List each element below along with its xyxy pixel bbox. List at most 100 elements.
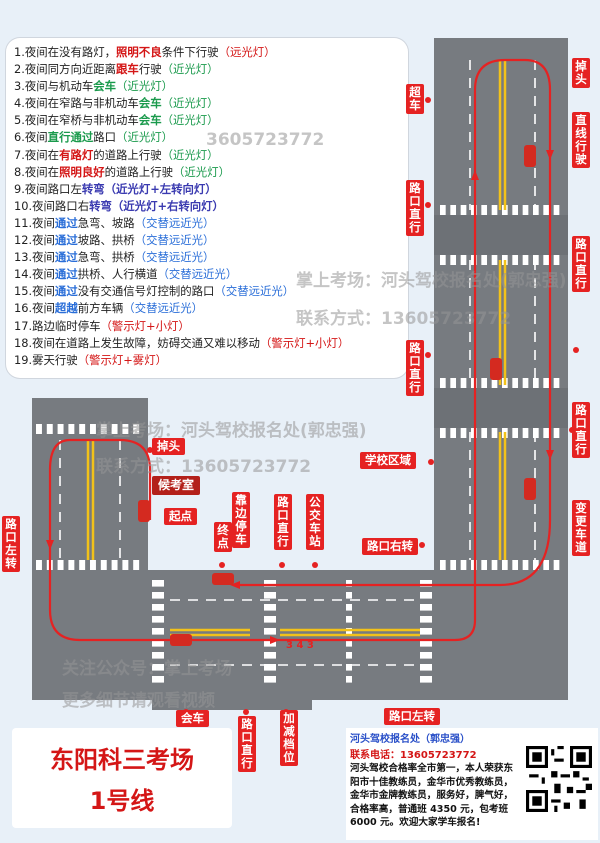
label-lukou-zhixing: 路口直行 (572, 402, 590, 458)
rule-text: 夜间在 (24, 147, 60, 162)
rule-text: 坡路、拱桥 (77, 233, 135, 248)
label-houkaoshi: 候考室 (152, 476, 201, 495)
label-lukou-zuozhuan-bottom: 路口左转 (384, 708, 440, 725)
rule-text: （交替远近光） (214, 284, 295, 299)
watermark: 更多细节请观看视频 (62, 691, 215, 711)
rule-item: 2.夜间同方向近距离跟车行驶（近光灯） (14, 61, 408, 78)
rule-text: 转弯 (89, 198, 112, 213)
rule-text: （近光灯） (116, 130, 174, 145)
title-panel: 东阳科三考场 1号线 (12, 728, 232, 828)
intersection-mid (434, 388, 568, 428)
cars (138, 145, 536, 646)
label-qidian: 起点 (164, 508, 197, 525)
rule-text: 跟车 (116, 62, 139, 77)
rules-list: 1.夜间在没有路灯，照明不良条件下行驶（远光灯）2.夜间同方向近距离跟车行驶（近… (14, 44, 408, 369)
rule-text: 夜间在窄路与非机动车 (24, 96, 139, 111)
rule-text: （近光灯） (161, 96, 219, 111)
rule-text: 夜间 (32, 215, 55, 230)
rule-text: 转弯 (81, 181, 105, 196)
rule-text: （近光灯+右转向灯） (111, 198, 224, 213)
rule-text: （警示灯+雾灯） (77, 352, 167, 367)
label-xuexiao: 学校区域 (360, 452, 416, 469)
rule-text: 会车 (138, 113, 162, 128)
watermark: 关注公众号：掌上考场 (62, 659, 232, 679)
rule-item: 10.夜间路口右转弯（近光灯+右转向灯） (14, 198, 408, 215)
rule-text: 夜间 (32, 233, 55, 248)
car-icon (524, 145, 536, 167)
label-huiche: 会车 (176, 710, 209, 727)
rule-text: 直行通过 (47, 130, 94, 145)
rule-text: （交替远近光） (157, 267, 238, 282)
rule-text: 照明良好 (59, 164, 105, 179)
rule-number: 14. (14, 267, 33, 282)
rule-item: 15.夜间通过没有交通信号灯控制的路口（交替远近光） (14, 283, 408, 300)
rule-text: 照明不良 (116, 45, 162, 59)
label-gongjiao: 公交车站 (306, 494, 324, 550)
rule-text: 夜间 (32, 267, 55, 282)
label-lukou-zhixing: 路口直行 (406, 180, 424, 236)
label-diaotou: 掉头 (572, 58, 590, 88)
rule-text: 的道路上行驶 (93, 147, 162, 162)
rule-text: 条件下行驶 (161, 45, 219, 59)
title-line2: 1号线 (89, 787, 155, 815)
label-zhongdian: 终点 (214, 522, 232, 552)
route-arrowheads (46, 150, 554, 644)
rule-text: 通过 (54, 233, 78, 248)
rule-text: 夜间在道路上发生故障，妨碍交通又难以移动 (32, 335, 260, 350)
rule-number: 18. (14, 335, 33, 350)
rule-text: 急弯、拱桥 (77, 250, 135, 265)
rule-text: 雾天行驶 (32, 352, 78, 367)
rule-text: （交替远近光） (123, 301, 204, 316)
ad-phone: 联系电话：13605723772 (350, 750, 477, 761)
rule-item: 8.夜间在照明良好的道路上行驶（近光灯） (14, 164, 408, 181)
rule-text: 夜间在没有路灯， (24, 45, 117, 59)
rule-item: 9.夜间路口左转弯（近光灯+左转向灯） (14, 181, 408, 198)
rule-text: 急弯、坡路 (77, 215, 135, 230)
rule-number: 1. (14, 45, 25, 59)
rule-text: 行驶 (138, 62, 162, 77)
rule-text: 夜间 (24, 130, 48, 145)
rule-text: 会车 (138, 96, 162, 111)
label-lukou-youzhuan: 路口右转 (362, 538, 418, 555)
label-lukou-zhixing-bottom: 路口直行 (274, 494, 292, 550)
rules-panel: 1.夜间在没有路灯，照明不良条件下行驶（远光灯）2.夜间同方向近距离跟车行驶（近… (6, 38, 408, 378)
route-arrow (48, 58, 552, 642)
rule-text: （警示灯+小灯） (259, 335, 350, 350)
rule-text: 通过 (54, 284, 78, 299)
label-lukou-zhixing-bottom2: 路口直行 (238, 716, 256, 772)
rule-number: 19. (14, 352, 33, 367)
car-icon (524, 478, 536, 500)
rule-item: 6.夜间直行通过路口（近光灯） (14, 129, 408, 146)
label-biangeng: 变更车道 (572, 500, 590, 556)
label-diaotou-left: 掉头 (152, 438, 185, 455)
watermark: 联系方式：13605723772 (296, 309, 512, 329)
rule-text: 没有交通信号灯控制的路口 (77, 284, 215, 299)
rule-text: 的道路上行驶 (104, 164, 173, 179)
rule-item: 14.夜间通过拱桥、人行横道（交替远近光） (14, 266, 408, 283)
rule-text: 夜间 (32, 250, 55, 265)
label-jiajian: 加减档位 (280, 710, 298, 766)
rule-text: （近光灯） (161, 147, 219, 162)
rule-number: 4. (14, 96, 25, 111)
label-zhixian-xingshi: 直线行驶 (572, 112, 590, 168)
rule-number: 10. (14, 198, 33, 213)
watermark: 联系方式：13605723772 (96, 457, 312, 477)
car-icon (212, 573, 234, 585)
rule-text: 前方车辆 (77, 301, 124, 316)
rule-number: 3. (14, 79, 25, 94)
rule-number: 12. (14, 233, 33, 248)
label-lukou-zuozhuan: 路口左转 (2, 516, 20, 572)
qr-code-icon[interactable] (526, 746, 592, 812)
rule-text: 通过 (54, 267, 78, 282)
ad-heading: 河头驾校报名处（郭忠强） (350, 734, 470, 745)
label-kaobian: 靠边停车 (232, 492, 250, 548)
rule-item: 4.夜间在窄路与非机动车会车（近光灯） (14, 95, 408, 112)
rule-text: （交替远近光） (134, 233, 215, 248)
car-icon (170, 634, 192, 646)
label-lukou-zhixing: 路口直行 (572, 236, 590, 292)
rule-text: 路口 (93, 130, 117, 145)
rule-number: 2. (14, 62, 25, 77)
rule-text: 夜间同方向近距离 (24, 62, 117, 77)
